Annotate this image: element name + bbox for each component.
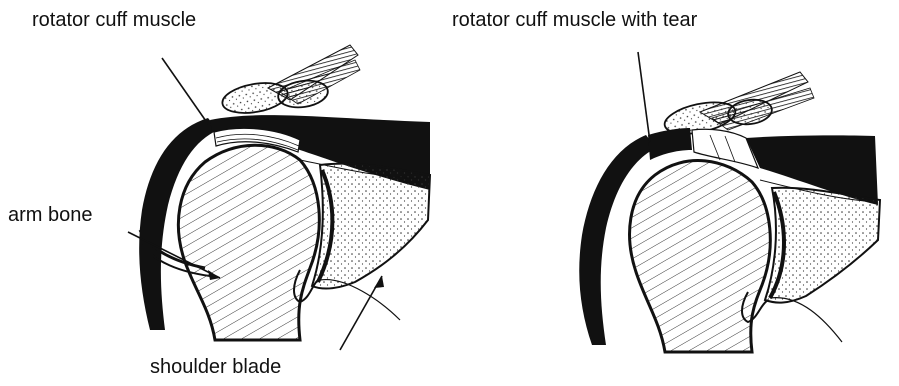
leader-line-rotator-cuff-tear [638,52,650,142]
humeral-head [630,161,771,352]
